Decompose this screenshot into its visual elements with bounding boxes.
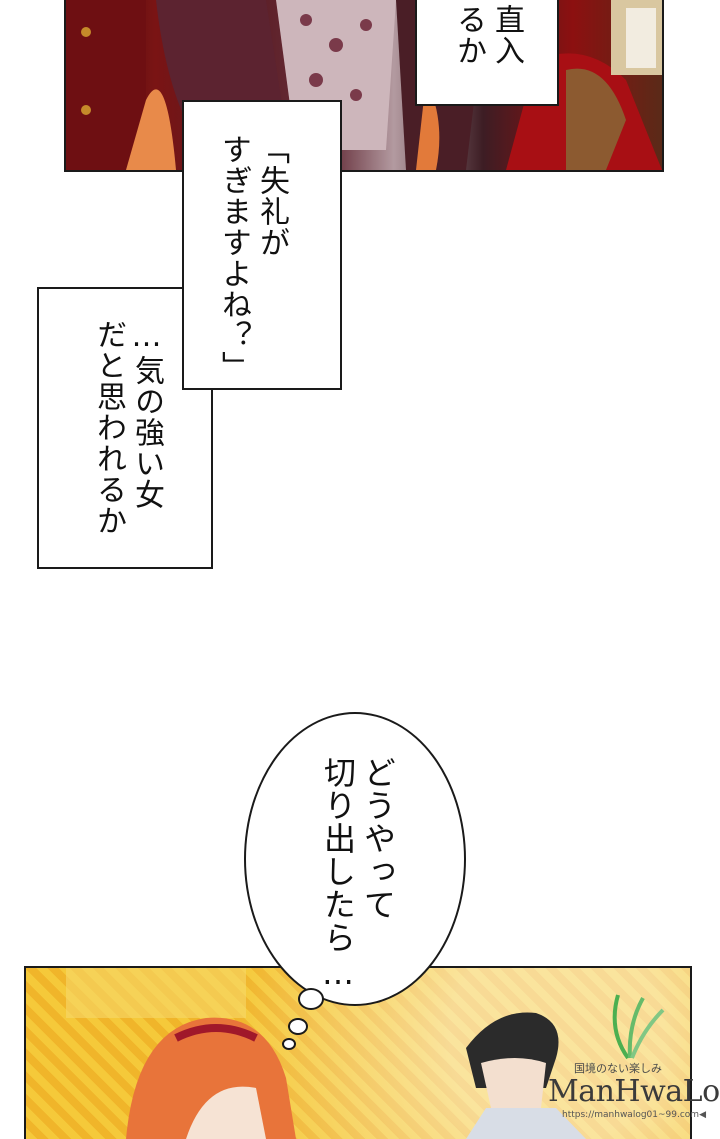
caption-top-line-2: るか xyxy=(451,4,486,66)
watermark: 国境のない楽しみ ManHwaLog https://manhwalog01~9… xyxy=(548,990,720,1130)
caption-top-line-1: 直入 xyxy=(489,4,524,66)
caption-middle-line-1: 「失礼が xyxy=(254,134,289,258)
caption-lower-line-2: だと思われるか xyxy=(91,319,126,536)
bottom-panel-art xyxy=(66,968,586,1139)
watermark-tagline: 国境のない楽しみ xyxy=(574,1062,662,1075)
speech-bubble: どうやって 切り出したら… xyxy=(244,712,466,1006)
speech-bubble-text: どうやって 切り出したら… xyxy=(318,756,398,993)
bubble-tail-dot-small xyxy=(282,1038,296,1050)
caption-middle-text: 「失礼が すぎますよね？」 xyxy=(214,134,290,382)
caption-box-top: 直入 るか xyxy=(415,0,559,106)
caption-lower-text: …気の強い女 だと思われるか xyxy=(89,319,165,536)
caption-middle-line-2: すぎますよね？」 xyxy=(216,134,251,382)
watermark-url: https://manhwalog01~99.com◀ xyxy=(562,1110,706,1120)
watermark-brand: ManHwaLog xyxy=(548,1074,720,1109)
bubble-tail-dot-large xyxy=(298,988,324,1010)
top-panel-art xyxy=(66,0,662,170)
caption-box-middle: 「失礼が すぎますよね？」 xyxy=(182,100,342,390)
top-comic-panel xyxy=(64,0,664,172)
watermark-logo-icon xyxy=(612,994,665,1060)
speech-line-2: 切り出したら… xyxy=(319,756,357,993)
caption-lower-line-1: …気の強い女 xyxy=(129,319,164,510)
speech-line-1: どうやって xyxy=(359,756,397,921)
bubble-tail-dot-medium xyxy=(288,1018,308,1035)
bottom-comic-panel xyxy=(24,966,692,1139)
caption-top-text: 直入 るか xyxy=(449,4,525,66)
